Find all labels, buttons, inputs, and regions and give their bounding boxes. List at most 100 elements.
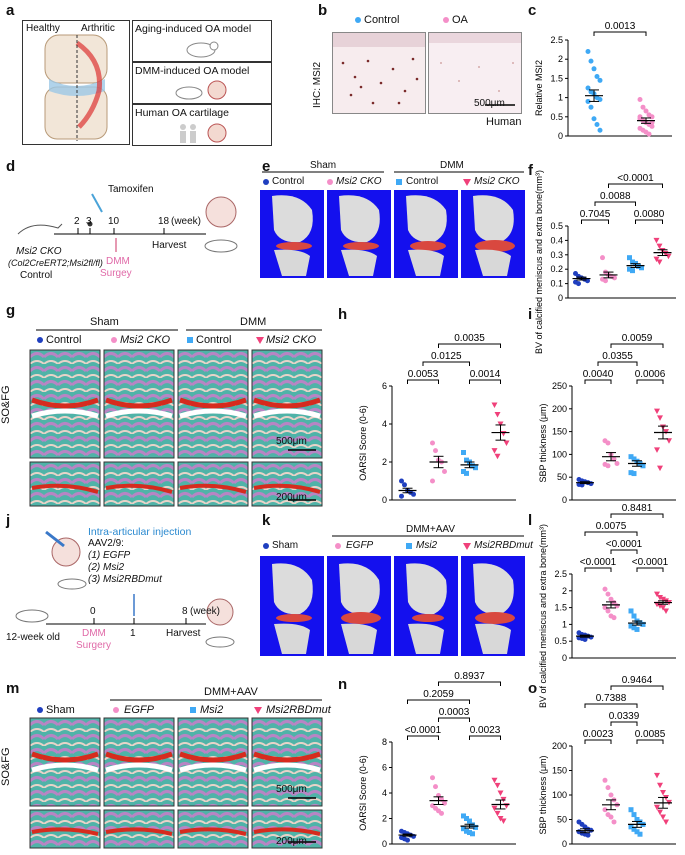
significance-bracket — [584, 567, 612, 572]
data-point — [442, 469, 447, 474]
data-point — [611, 615, 617, 621]
scale-bar-label: 500μm — [474, 98, 505, 109]
e-cko2-label: Msi2 CKO — [474, 176, 520, 187]
data-point — [643, 108, 649, 114]
y-tick-label: 1 — [558, 93, 563, 103]
timeline-d — [17, 193, 238, 253]
data-point — [585, 278, 590, 284]
ihc-oa-image — [428, 32, 522, 114]
g-scale-500: 500μm — [276, 436, 307, 447]
y-tick-label: 0.1 — [550, 279, 563, 289]
significance-bracket — [593, 31, 647, 36]
data-point — [597, 97, 603, 103]
y-tick-label: 2 — [562, 586, 567, 596]
data-point — [653, 237, 660, 244]
timeline-j — [15, 530, 235, 648]
y-tick-label: 0.5 — [550, 221, 563, 231]
data-point — [654, 804, 660, 811]
data-point — [433, 784, 438, 790]
m-rbd-label: Msi2RBDmut — [266, 704, 331, 716]
microct-sham-control — [260, 190, 324, 278]
significance-bracket — [584, 703, 638, 708]
data-point — [657, 603, 663, 609]
data-point — [628, 470, 634, 476]
m-zoom-1 — [29, 809, 101, 849]
significance-bracket — [422, 361, 470, 366]
data-point — [628, 608, 634, 614]
m-img-4 — [251, 717, 323, 807]
g-img-4 — [251, 349, 323, 459]
y-tick-label: 0.2 — [550, 264, 563, 274]
significance-bracket — [610, 343, 664, 348]
tick-0: 0 — [90, 606, 96, 617]
y-tick-label: 100 — [552, 449, 567, 459]
microct-row-k — [260, 556, 526, 656]
data-point — [470, 822, 475, 828]
data-point — [602, 807, 608, 813]
significance-bracket — [438, 343, 501, 348]
panel-label-m: m — [6, 680, 20, 697]
dmm-model-box: DMM-induced OA model — [132, 62, 272, 104]
genotype-label: (Col2CreERT2;Msi2fl/fl) — [8, 258, 103, 268]
series-0 — [585, 49, 603, 133]
p-value-label: 0.7045 — [580, 209, 611, 220]
series-0 — [576, 476, 594, 488]
human-caption: Human — [486, 116, 522, 128]
k-rbd-label: Msi2RBDmut — [474, 540, 533, 551]
injection-title: Intra-articular injection — [88, 526, 192, 538]
panel-label-c: c — [528, 2, 537, 19]
y-axis-label: OARSI Score (0-6) — [358, 405, 368, 481]
data-point — [631, 826, 637, 832]
legend-control-label: Control — [364, 14, 400, 26]
series-3 — [654, 408, 672, 472]
data-point — [594, 121, 600, 127]
data-point — [637, 97, 643, 103]
data-point — [464, 828, 469, 834]
tamoxifen-label: Tamoxifen — [108, 184, 154, 195]
significance-bracket — [407, 379, 439, 384]
g-img-1 — [29, 349, 101, 459]
data-point — [608, 596, 614, 602]
significance-bracket — [636, 739, 664, 744]
data-point — [657, 415, 663, 421]
series-0 — [576, 630, 594, 643]
data-point — [627, 266, 632, 272]
y-tick-label: 0.5 — [554, 636, 567, 646]
series-2 — [628, 454, 646, 477]
data-point — [657, 782, 663, 789]
g-zoom-2 — [103, 461, 175, 507]
y-tick-label: 0 — [562, 653, 567, 663]
harvest-label: Harvest — [152, 240, 187, 251]
panel-d: Tamoxifen 2 3 10 18 (week) DMM Surgey Ha… — [6, 172, 262, 298]
data-point — [491, 448, 498, 454]
k-msi2-label: Msi2 — [416, 540, 438, 551]
series-2 — [626, 255, 645, 274]
y-tick-label: 2 — [558, 54, 563, 64]
data-point — [602, 586, 608, 592]
panel-label-a: a — [6, 2, 15, 19]
y-tick-label: 0 — [558, 131, 563, 141]
data-point — [636, 263, 641, 269]
y-tick-label: 4 — [382, 788, 387, 798]
p-value-label: 0.0339 — [609, 711, 640, 722]
panel-label-o: o — [528, 680, 538, 697]
legend-oa-label: OA — [452, 14, 468, 26]
data-point — [439, 810, 444, 816]
data-point — [473, 465, 478, 471]
data-point — [605, 608, 611, 614]
microct-dmm-cko — [461, 190, 525, 278]
y-tick-label: 100 — [552, 790, 567, 800]
g-cko-label: Msi2 CKO — [120, 334, 171, 346]
panel-g: Sham DMM Control Msi2 CKO Control Msi2 C… — [0, 314, 326, 509]
p-value-label: <0.0001 — [632, 557, 669, 568]
data-point — [497, 816, 504, 822]
panel-label-k: k — [262, 512, 271, 529]
microct-k-sham — [260, 556, 324, 656]
y-tick-label: 200 — [552, 741, 567, 751]
significance-bracket — [594, 201, 636, 206]
significance-bracket — [597, 361, 638, 366]
series-3 — [491, 402, 510, 460]
p-value-label: 0.0006 — [635, 369, 666, 380]
